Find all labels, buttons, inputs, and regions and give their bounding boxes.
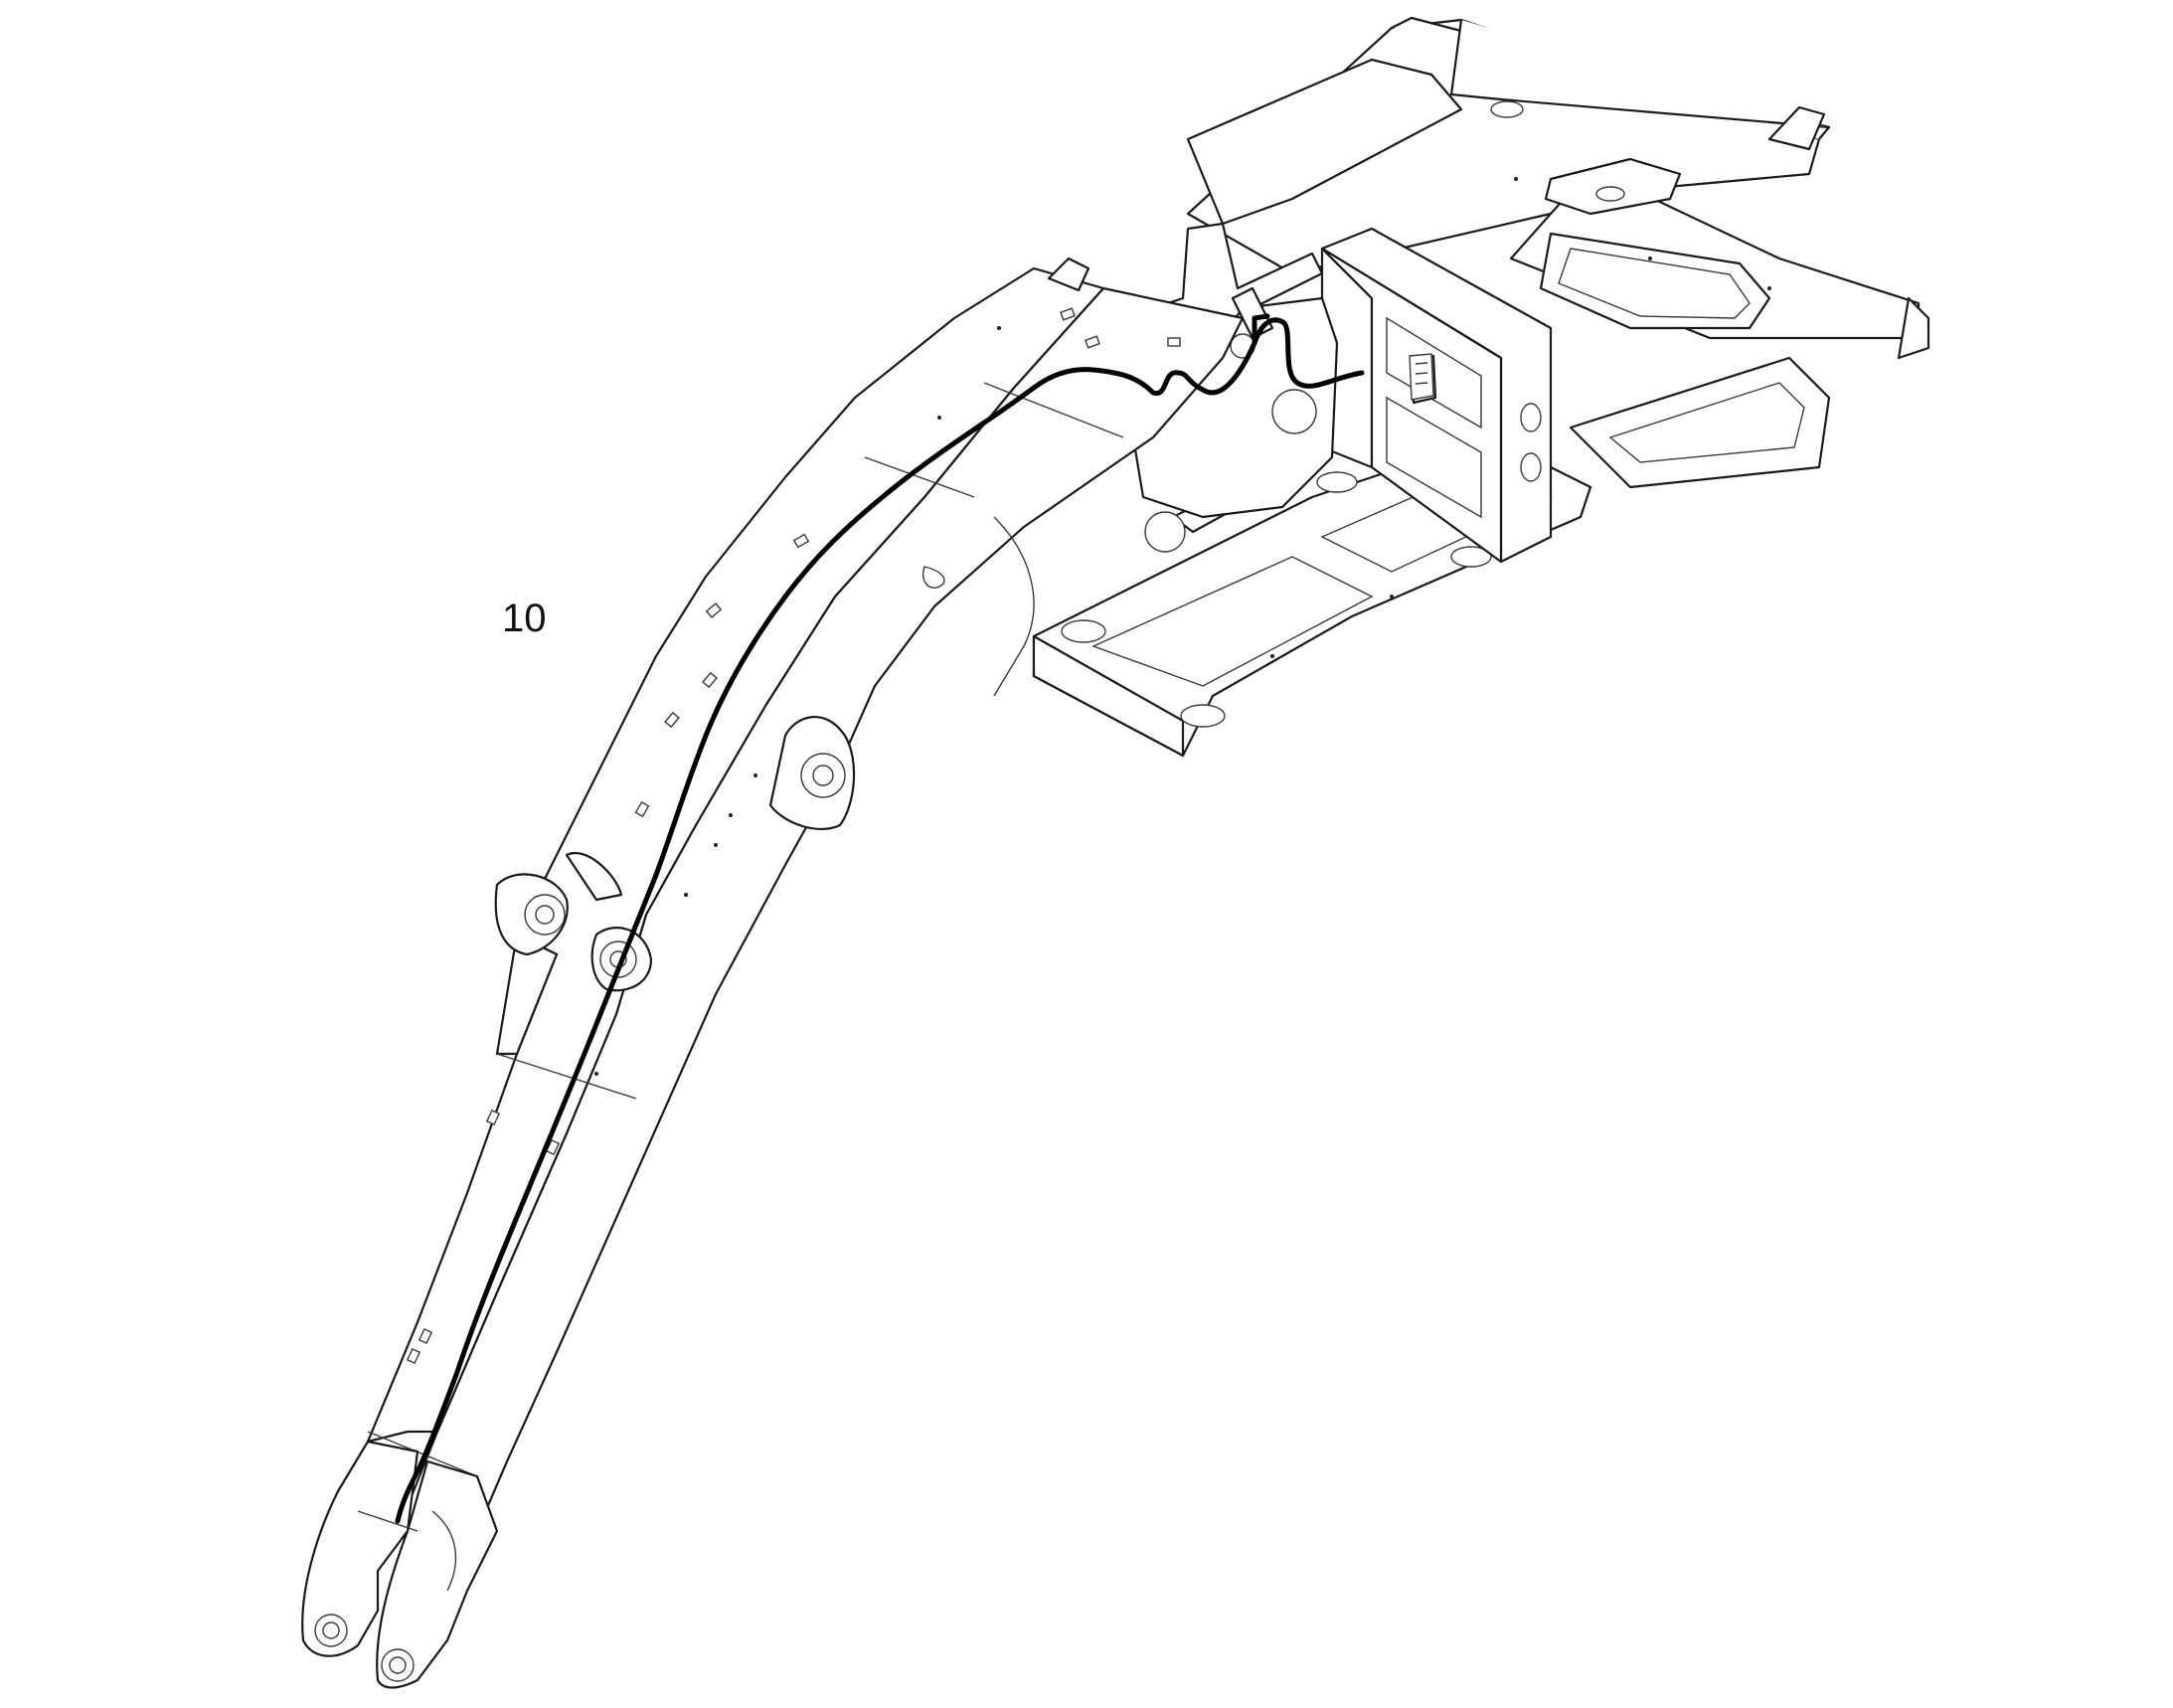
harness-clips <box>406 177 1771 1365</box>
boom-wire-harness <box>395 313 1365 1524</box>
callout-label: 10 <box>502 597 547 640</box>
center-mount <box>1320 227 1553 564</box>
boom <box>301 256 1274 1689</box>
upper-frame <box>1091 16 1930 489</box>
harness-connector <box>1409 353 1434 401</box>
